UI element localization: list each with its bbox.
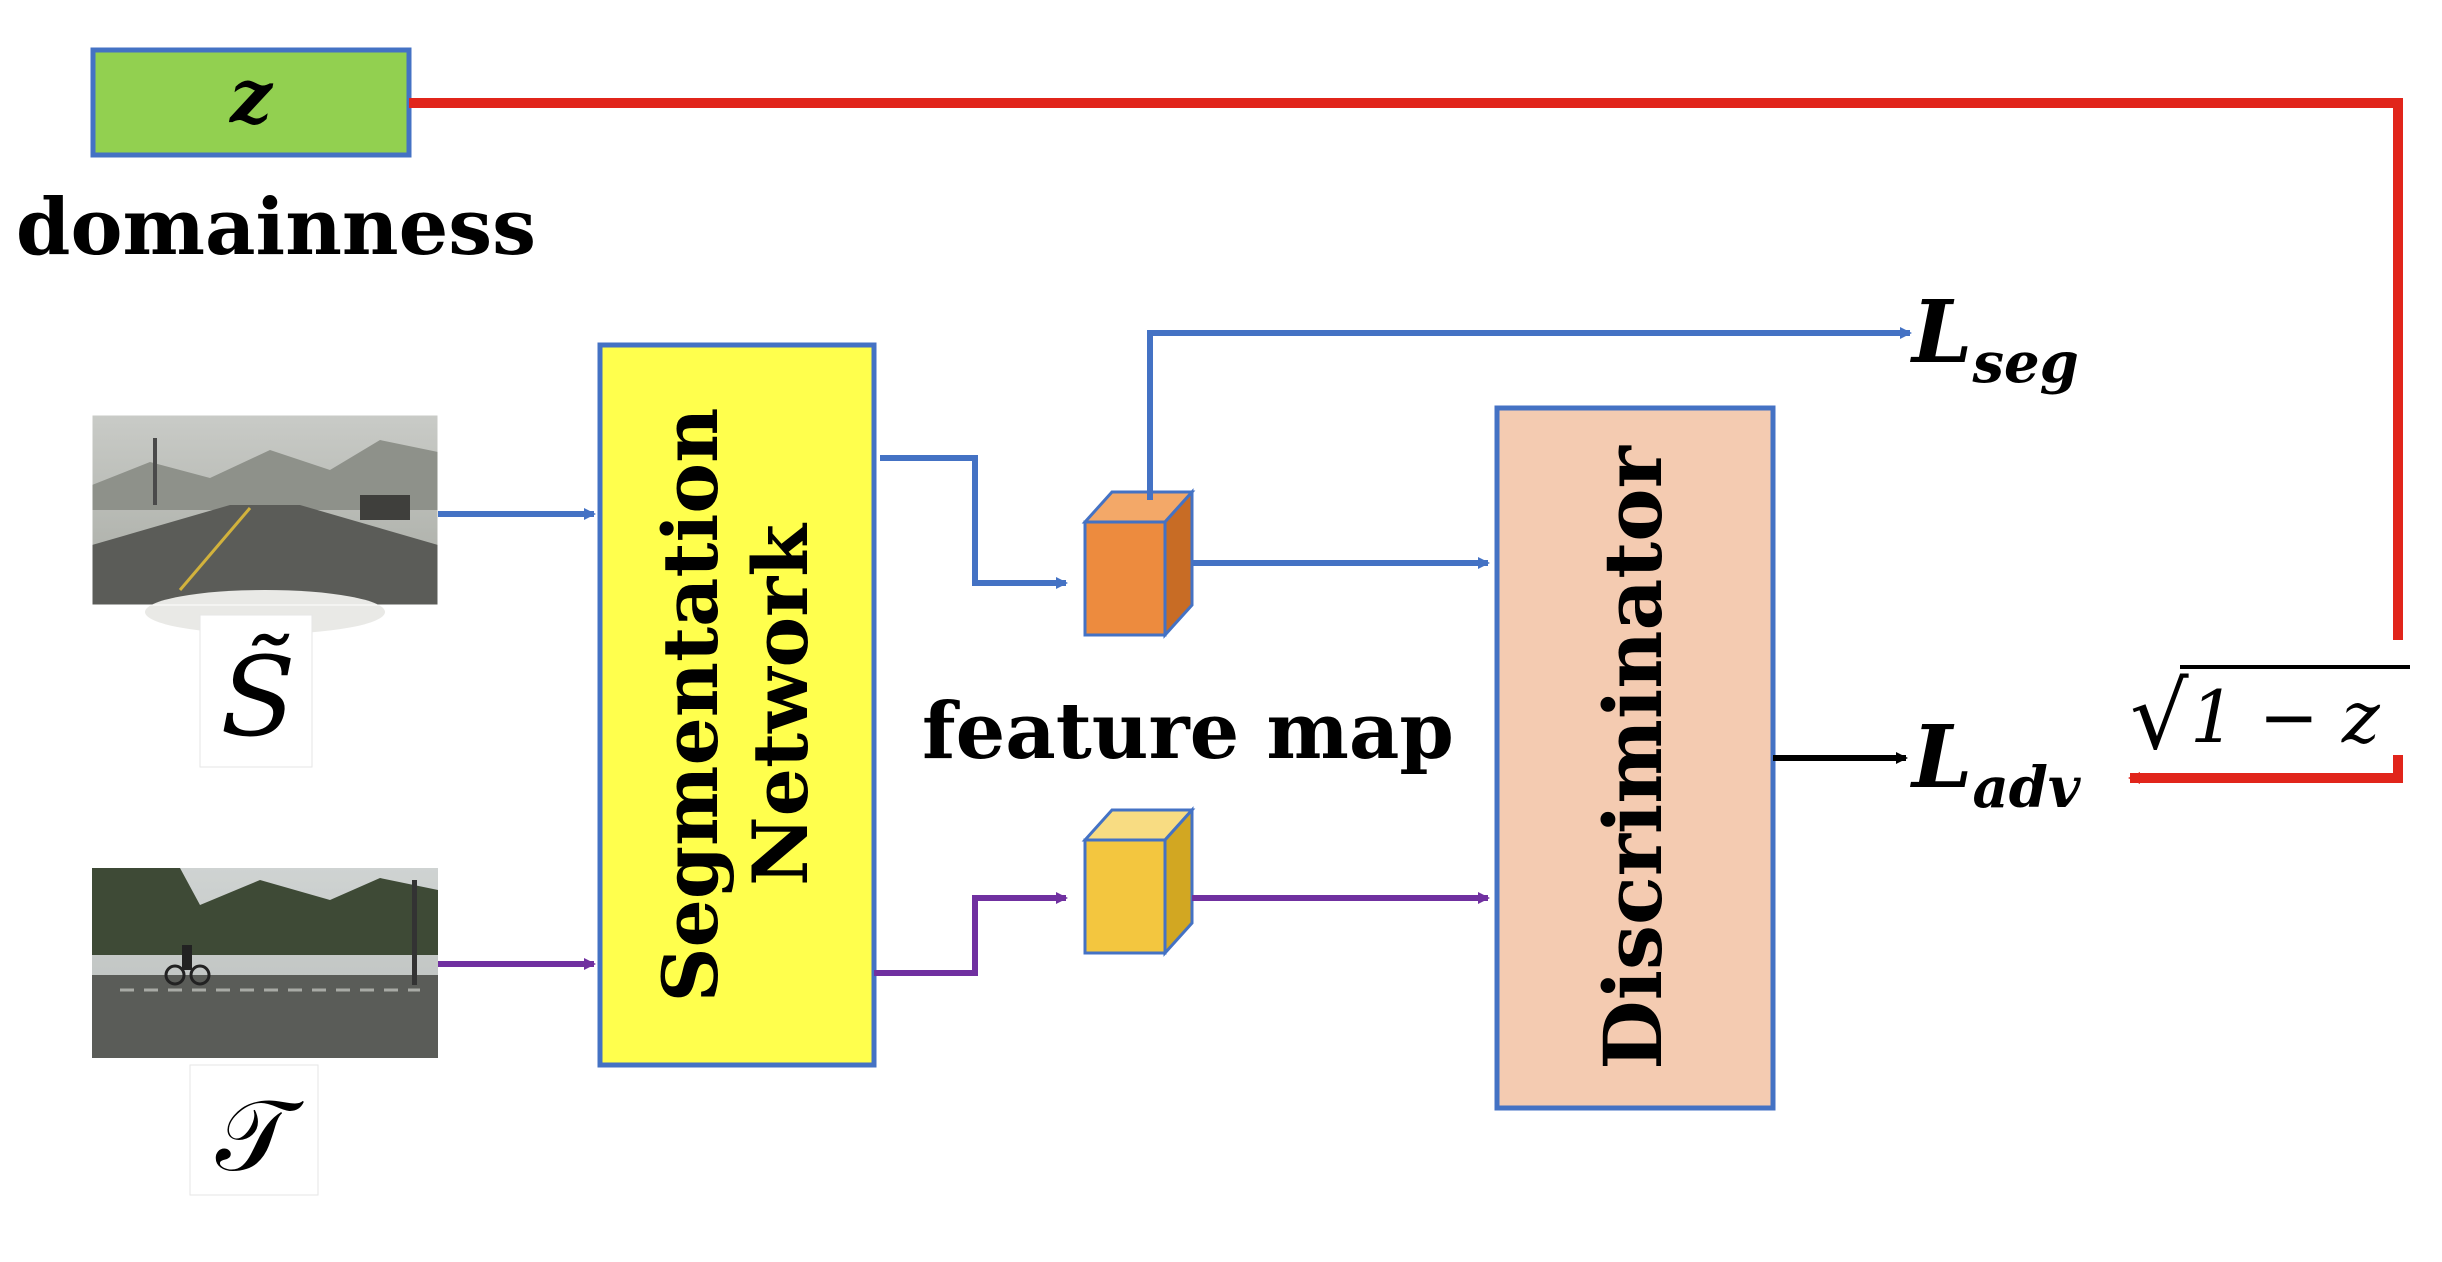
target-cyclist-wheel-1 <box>164 964 186 986</box>
target-image <box>92 868 438 1058</box>
seg-loss-label: Lseg <box>1909 282 2079 396</box>
discriminator-box <box>1494 405 1776 1111</box>
segmentation-network-line1: Segmentation <box>646 408 735 1003</box>
domainness-label: domainness <box>16 182 536 273</box>
sqrt-sign: √ <box>2130 663 2189 770</box>
target-domain-symbol: 𝒯 <box>216 1077 305 1194</box>
adv-loss-label: Ladv <box>1909 707 2082 821</box>
seg-loss-arrow <box>1147 327 1912 500</box>
weight-formula: √ 1 − z <box>2125 640 2415 770</box>
target-cube-side <box>1163 806 1194 957</box>
source-image-frame <box>91 414 439 606</box>
source-road <box>92 505 438 605</box>
source-domain-symbol: S̃ <box>220 633 295 761</box>
z-box <box>90 47 412 158</box>
adv-loss-subscript: adv <box>1972 755 2081 821</box>
source-mountains <box>92 440 438 510</box>
target-trees <box>92 868 438 955</box>
target-cyclist <box>182 945 192 970</box>
source-image <box>91 414 439 634</box>
discriminator-label: Discriminator <box>1586 445 1680 1069</box>
source-cube-side <box>1163 488 1194 639</box>
target-traffic-pole <box>412 880 417 985</box>
target-feature-arrow <box>874 892 1068 976</box>
target-feature-cube <box>1081 806 1196 957</box>
source-feature-cube <box>1081 488 1196 639</box>
adv-loss-symbol: L <box>1909 707 1972 808</box>
target-symbol-box <box>189 1064 319 1196</box>
feature-map-label: feature map <box>922 686 1454 777</box>
source-symbol-box <box>199 614 313 768</box>
source-feature-arrow <box>880 455 1068 589</box>
z-label: z <box>228 54 274 140</box>
segmentation-network-line2: Network <box>736 523 825 886</box>
source-cars <box>360 495 410 520</box>
target-street <box>92 975 438 1058</box>
segmentation-network-box <box>597 342 877 1068</box>
domainness-arrow <box>409 98 2403 784</box>
seg-loss-symbol: L <box>1909 282 1972 383</box>
source-cube-front <box>1083 520 1167 637</box>
weight-formula-bg <box>2125 640 2415 755</box>
target-cyclist-wheel-2 <box>189 964 211 986</box>
target-cube-front <box>1083 838 1167 955</box>
source-lane-line <box>178 507 252 591</box>
weight-expression: 1 − z <box>2190 675 2381 759</box>
seg-loss-subscript: seg <box>1971 330 2078 396</box>
